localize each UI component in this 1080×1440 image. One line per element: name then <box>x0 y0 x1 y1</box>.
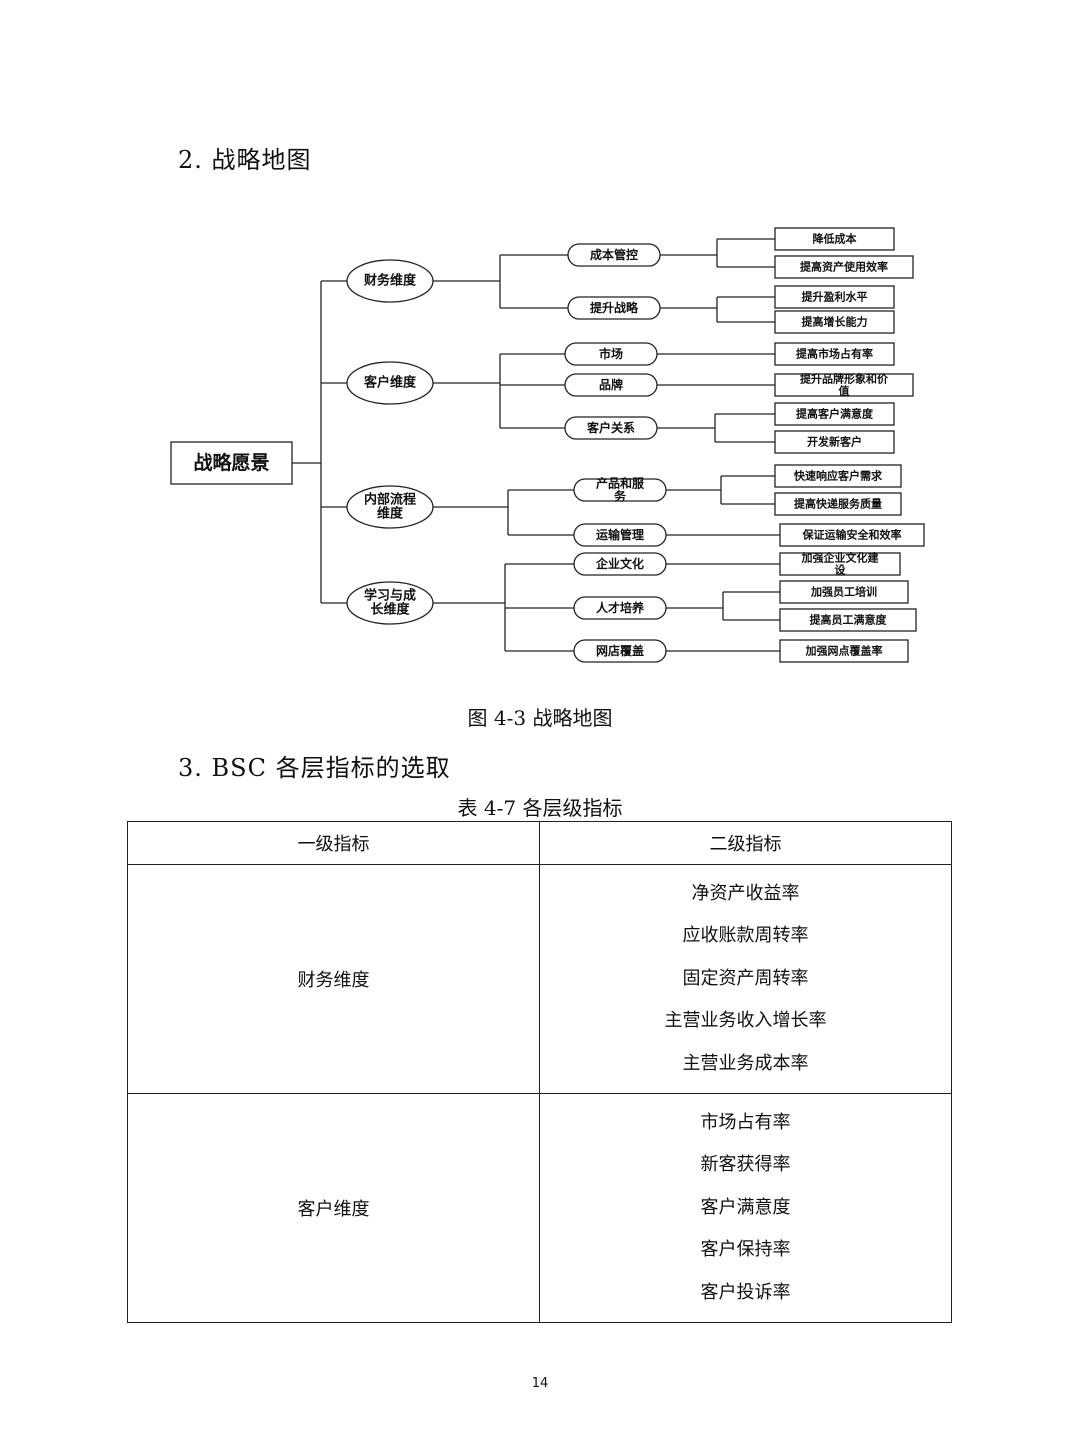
level2-item: 客户满意度 <box>700 1196 791 1218</box>
strategy-node-label: 企业文化 <box>595 556 644 571</box>
goal-node <box>774 492 902 516</box>
level2-item: 主营业务收入增长率 <box>664 1010 827 1032</box>
table-row: 客户维度 市场占有率 新客获得率 客户满意度 客户保持率 客户投诉率 <box>127 1092 952 1323</box>
strategy-node <box>567 296 661 320</box>
goal-node <box>774 227 895 251</box>
dimension-node-label: 财务维度 <box>364 273 417 289</box>
level2-item: 固定资产周转率 <box>682 967 809 989</box>
level2-cell: 市场占有率 新客获得率 客户满意度 客户保持率 客户投诉率 <box>539 1092 952 1323</box>
figure-caption: 图 4-3 战略地图 <box>467 706 613 730</box>
strategy-node-label: 产品和服 <box>596 476 645 491</box>
goal-node <box>774 285 895 309</box>
goal-node-label: 提高客户满意度 <box>796 407 874 421</box>
strategy-node-label: 提升战略 <box>590 300 639 315</box>
header-level2: 二级指标 <box>539 821 952 865</box>
goal-node <box>774 373 914 397</box>
goal-node-label: 降低成本 <box>813 232 857 246</box>
strategy-node <box>567 243 661 267</box>
table-header-row: 一级指标 二级指标 <box>127 821 952 865</box>
goal-node-label: 提高快递服务质量 <box>794 497 882 511</box>
strategy-node-label: 市场 <box>599 346 623 361</box>
level2-item: 新客获得率 <box>700 1154 791 1176</box>
dimension-node <box>346 259 434 303</box>
level2-item: 净资产收益率 <box>691 883 800 904</box>
goal-node-label: 提升品牌形象和价 <box>800 372 889 386</box>
goal-node-label: 设 <box>835 562 847 576</box>
strategy-node <box>573 639 667 663</box>
goal-node-label: 开发新客户 <box>807 435 862 449</box>
strategy-node <box>573 552 667 576</box>
strategy-node <box>564 416 658 440</box>
dimension-node-label: 客户维度 <box>364 375 417 391</box>
level2-item: 客户保持率 <box>700 1239 791 1261</box>
table-caption: 表 4-7 各层级指标 <box>457 796 623 820</box>
dimension-node-label: 学习与成 <box>364 588 416 604</box>
root-node <box>170 441 293 485</box>
table-row: 财务维度 净资产收益率 应收账款周转率 固定资产周转率 主营业务收入增长率 主营… <box>127 864 952 1094</box>
goal-node <box>774 464 902 488</box>
goal-node-label: 保证运输安全和效率 <box>802 528 902 542</box>
goal-node-label: 加强网点覆盖率 <box>805 644 883 658</box>
goal-node <box>774 430 895 454</box>
strategy-node-label: 成本管控 <box>590 247 638 262</box>
goal-node <box>779 608 917 632</box>
goal-node-label: 提高市场占有率 <box>796 347 873 361</box>
strategy-node <box>573 478 667 502</box>
strategy-node <box>573 596 667 620</box>
strategy-node-label: 客户关系 <box>586 420 635 435</box>
header-level1: 一级指标 <box>127 821 540 865</box>
goal-node <box>774 310 895 334</box>
strategy-node <box>564 373 658 397</box>
strategy-node <box>564 342 658 366</box>
strategy-node-label: 务 <box>614 488 627 503</box>
strategy-node-label: 人才培养 <box>596 600 644 615</box>
dimension-node-label: 维度 <box>377 505 404 521</box>
dimension-node-label: 内部流程 <box>364 492 416 508</box>
level2-item: 主营业务成本率 <box>682 1052 809 1074</box>
strategy-node-label: 网店覆盖 <box>596 643 644 658</box>
level2-item: 应收账款周转率 <box>682 925 809 947</box>
dimension-node <box>346 485 434 529</box>
goal-node-label: 提升盈利水平 <box>802 290 868 304</box>
level2-item: 客户投诉率 <box>700 1281 791 1303</box>
goal-node <box>779 580 909 604</box>
dimension-node <box>346 361 434 405</box>
goal-node-label: 值 <box>839 383 850 397</box>
goal-node-label: 快速响应客户需求 <box>793 469 883 483</box>
goal-node-label: 加强企业文化建 <box>801 551 880 565</box>
goal-node-label: 加强员工培训 <box>810 585 877 599</box>
dimension-node-label: 长维度 <box>370 601 410 617</box>
level1-cell: 客户维度 <box>127 1092 540 1323</box>
page-number: 14 <box>531 1376 549 1391</box>
goal-node-label: 提高资产使用效率 <box>800 260 888 274</box>
goal-node <box>774 402 895 426</box>
goal-node <box>779 523 925 547</box>
goal-node-label: 提高增长能力 <box>802 315 868 329</box>
goal-node <box>779 639 909 663</box>
goal-node <box>774 342 895 366</box>
dimension-node <box>346 581 434 625</box>
section-heading-strategy-map: 2. 战略地图 <box>178 146 312 174</box>
level1-cell: 财务维度 <box>127 864 540 1094</box>
strategy-node <box>573 523 667 547</box>
root-node-label: 战略愿景 <box>193 451 269 474</box>
level2-cell: 净资产收益率 应收账款周转率 固定资产周转率 主营业务收入增长率 主营业务成本率 <box>539 864 952 1094</box>
level2-item: 市场占有率 <box>700 1111 791 1133</box>
indicator-table: 一级指标 二级指标 财务维度 净资产收益率 应收账款周转率 固定资产周转率 主营… <box>127 821 952 1323</box>
strategy-node-label: 品牌 <box>599 377 623 392</box>
strategy-node-label: 运输管理 <box>596 527 644 542</box>
goal-node <box>774 255 914 279</box>
goal-node <box>779 552 901 576</box>
goal-node-label: 提高员工满意度 <box>810 613 888 627</box>
section-heading-bsc-indicators: 3. BSC 各层指标的选取 <box>178 754 451 782</box>
